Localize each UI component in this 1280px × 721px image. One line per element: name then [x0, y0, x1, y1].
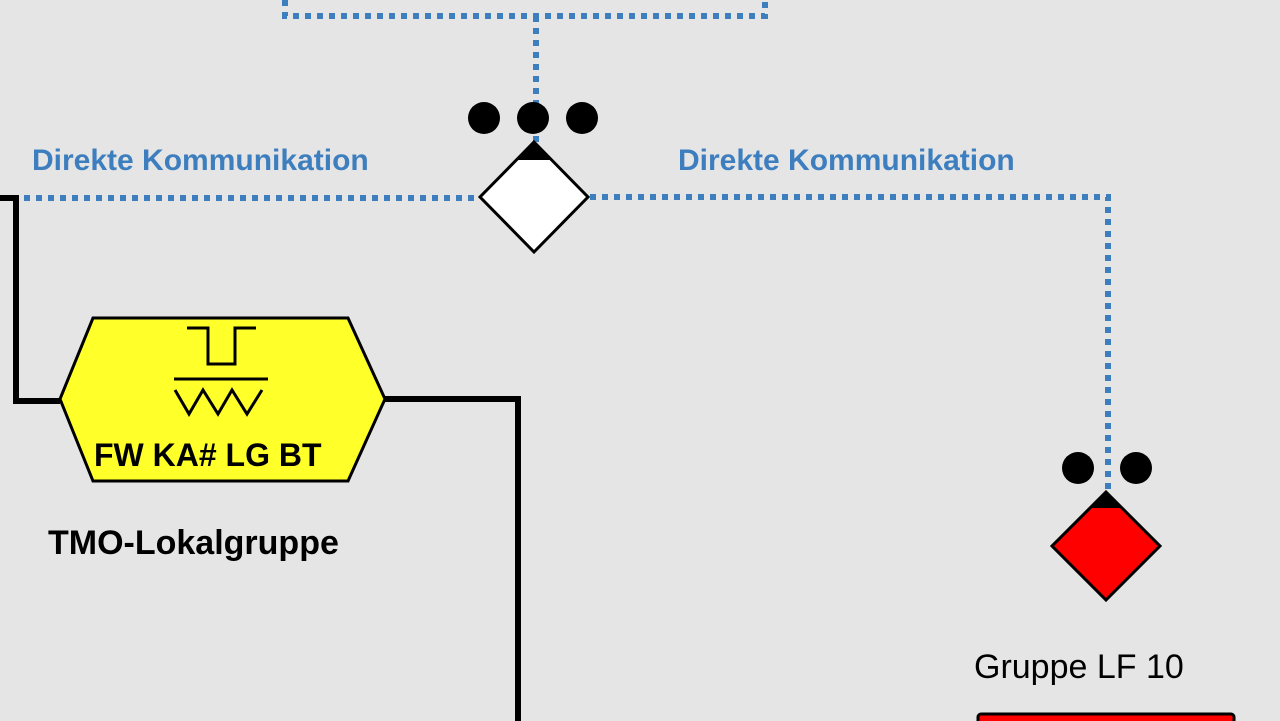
rank-dot [468, 102, 500, 134]
right-comm-label: Direkte Kommunikation [678, 144, 1015, 177]
local-group-unit[interactable]: FW KA# LG BT [58, 316, 387, 483]
top-comm-bracket [282, 0, 768, 19]
lf10-unit[interactable] [1049, 452, 1163, 603]
diamond-leader-white-icon [477, 139, 591, 255]
hexagon-tmo-local-group-icon [58, 316, 387, 483]
wave-symbol [173, 387, 264, 417]
leader-tip-marker [517, 142, 551, 160]
right-command-line [385, 396, 521, 721]
leader-rank-dots [468, 102, 598, 134]
lf10-vehicle-box[interactable] [976, 712, 1236, 721]
diamond-red-unit-icon [1049, 489, 1163, 603]
left-command-line [0, 195, 60, 404]
water-rescue-symbol-icon [173, 326, 268, 417]
right-comm-line [590, 194, 1111, 492]
lf10-tip-marker [1090, 492, 1122, 508]
lf10-rank-dots [1062, 452, 1152, 484]
local-group-label: TMO-Lokalgruppe [48, 524, 339, 562]
leader-unit[interactable] [468, 102, 598, 255]
rank-dot [566, 102, 598, 134]
rank-dot [1120, 452, 1152, 484]
rank-dot [517, 102, 549, 134]
command-lines [0, 195, 521, 721]
left-comm-label: Direkte Kommunikation [32, 144, 369, 177]
rank-dot [1062, 452, 1094, 484]
local-group-symbol-text: FW KA# LG BT [94, 437, 322, 473]
basin-symbol [187, 326, 256, 366]
communication-lines [0, 0, 1111, 492]
lf10-label: Gruppe LF 10 [974, 648, 1184, 686]
